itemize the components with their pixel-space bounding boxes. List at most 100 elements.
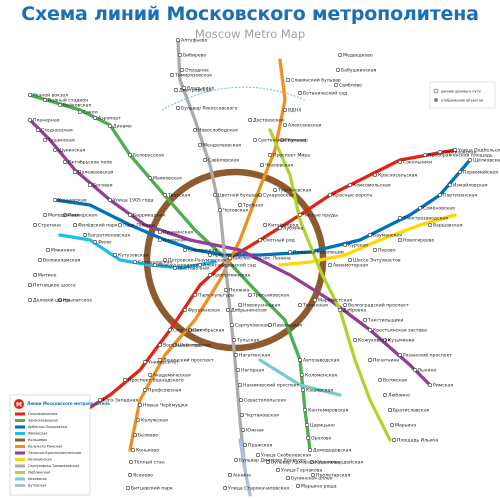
station[interactable] bbox=[304, 422, 309, 427]
station[interactable] bbox=[168, 327, 173, 332]
station[interactable] bbox=[198, 143, 203, 148]
station[interactable] bbox=[27, 93, 32, 98]
station-dot[interactable] bbox=[228, 472, 233, 477]
station[interactable] bbox=[183, 307, 188, 312]
station-dot[interactable] bbox=[447, 183, 452, 188]
station[interactable] bbox=[98, 397, 103, 402]
station[interactable] bbox=[42, 138, 47, 143]
station-dot[interactable] bbox=[327, 193, 332, 198]
station[interactable] bbox=[427, 223, 432, 228]
station-dot[interactable] bbox=[73, 223, 78, 228]
station[interactable] bbox=[239, 397, 244, 402]
station-dot[interactable] bbox=[57, 103, 62, 108]
station[interactable] bbox=[282, 108, 287, 113]
station-dot[interactable] bbox=[412, 367, 417, 372]
station-dot[interactable] bbox=[138, 402, 143, 407]
station-dot[interactable] bbox=[327, 262, 332, 267]
station-dot[interactable] bbox=[180, 68, 185, 73]
station-dot[interactable] bbox=[347, 257, 352, 262]
station[interactable] bbox=[78, 110, 83, 115]
station-dot[interactable] bbox=[208, 272, 213, 277]
station-dot[interactable] bbox=[335, 68, 340, 73]
station-dot[interactable] bbox=[282, 108, 287, 113]
station-dot[interactable] bbox=[52, 148, 57, 153]
station-dot[interactable] bbox=[305, 435, 310, 440]
station[interactable] bbox=[182, 86, 187, 91]
station[interactable] bbox=[397, 160, 402, 165]
station[interactable] bbox=[170, 73, 175, 78]
station[interactable] bbox=[337, 52, 342, 57]
station-dot[interactable] bbox=[42, 138, 47, 143]
station[interactable] bbox=[27, 297, 32, 302]
station-dot[interactable] bbox=[223, 485, 228, 490]
station[interactable] bbox=[174, 88, 179, 93]
station[interactable] bbox=[158, 342, 163, 347]
station[interactable] bbox=[158, 230, 163, 235]
station-dot[interactable] bbox=[367, 233, 372, 238]
station[interactable] bbox=[333, 83, 338, 88]
station-dot[interactable] bbox=[27, 93, 32, 98]
station[interactable] bbox=[158, 357, 163, 362]
station-dot[interactable] bbox=[113, 253, 118, 258]
station[interactable] bbox=[223, 485, 228, 490]
station-dot[interactable] bbox=[307, 447, 312, 452]
station-dot[interactable] bbox=[188, 327, 193, 332]
station[interactable] bbox=[240, 412, 245, 417]
station-dot[interactable] bbox=[452, 148, 457, 153]
station[interactable] bbox=[372, 173, 377, 178]
station-dot[interactable] bbox=[277, 226, 282, 231]
station[interactable] bbox=[243, 442, 248, 447]
station[interactable] bbox=[437, 150, 442, 155]
station-dot[interactable] bbox=[417, 206, 422, 211]
station-dot[interactable] bbox=[93, 240, 98, 245]
station[interactable] bbox=[257, 238, 262, 243]
station-dot[interactable] bbox=[178, 52, 183, 57]
station-dot[interactable] bbox=[257, 193, 262, 198]
station[interactable] bbox=[309, 459, 314, 464]
station[interactable] bbox=[52, 148, 57, 153]
station[interactable] bbox=[447, 183, 452, 188]
station[interactable] bbox=[248, 118, 253, 123]
station-dot[interactable] bbox=[467, 158, 472, 163]
station-dot[interactable] bbox=[52, 198, 57, 203]
station-dot[interactable] bbox=[295, 483, 300, 488]
station[interactable] bbox=[302, 407, 307, 412]
station-dot[interactable] bbox=[158, 342, 163, 347]
station[interactable] bbox=[27, 118, 32, 123]
station[interactable] bbox=[208, 272, 213, 277]
station-dot[interactable] bbox=[182, 86, 187, 91]
station-dot[interactable] bbox=[427, 223, 432, 228]
station-dot[interactable] bbox=[213, 193, 218, 198]
station-dot[interactable] bbox=[158, 357, 163, 362]
station[interactable] bbox=[93, 240, 98, 245]
station[interactable] bbox=[136, 417, 141, 422]
station-dot[interactable] bbox=[226, 307, 231, 312]
station[interactable] bbox=[138, 402, 143, 407]
station[interactable] bbox=[128, 153, 133, 158]
station[interactable] bbox=[123, 377, 128, 382]
station[interactable] bbox=[382, 392, 387, 397]
station[interactable] bbox=[143, 387, 148, 392]
station-dot[interactable] bbox=[397, 216, 402, 221]
station[interactable] bbox=[32, 272, 37, 277]
station-dot[interactable] bbox=[193, 292, 198, 297]
station[interactable] bbox=[45, 248, 50, 253]
station-dot[interactable] bbox=[108, 124, 113, 129]
station[interactable] bbox=[305, 435, 310, 440]
station[interactable] bbox=[352, 337, 357, 342]
station-dot[interactable] bbox=[136, 417, 141, 422]
station[interactable] bbox=[37, 257, 42, 262]
station[interactable] bbox=[57, 297, 62, 302]
station-dot[interactable] bbox=[342, 302, 347, 307]
station[interactable] bbox=[143, 359, 148, 364]
station-dot[interactable] bbox=[126, 485, 131, 490]
station[interactable] bbox=[307, 447, 312, 452]
station-dot[interactable] bbox=[93, 116, 98, 121]
station-dot[interactable] bbox=[377, 377, 382, 382]
station[interactable] bbox=[32, 223, 37, 228]
station[interactable] bbox=[347, 257, 352, 262]
station-dot[interactable] bbox=[238, 382, 243, 387]
station-dot[interactable] bbox=[337, 307, 342, 312]
station-dot[interactable] bbox=[148, 176, 153, 181]
station-dot[interactable] bbox=[253, 138, 258, 143]
